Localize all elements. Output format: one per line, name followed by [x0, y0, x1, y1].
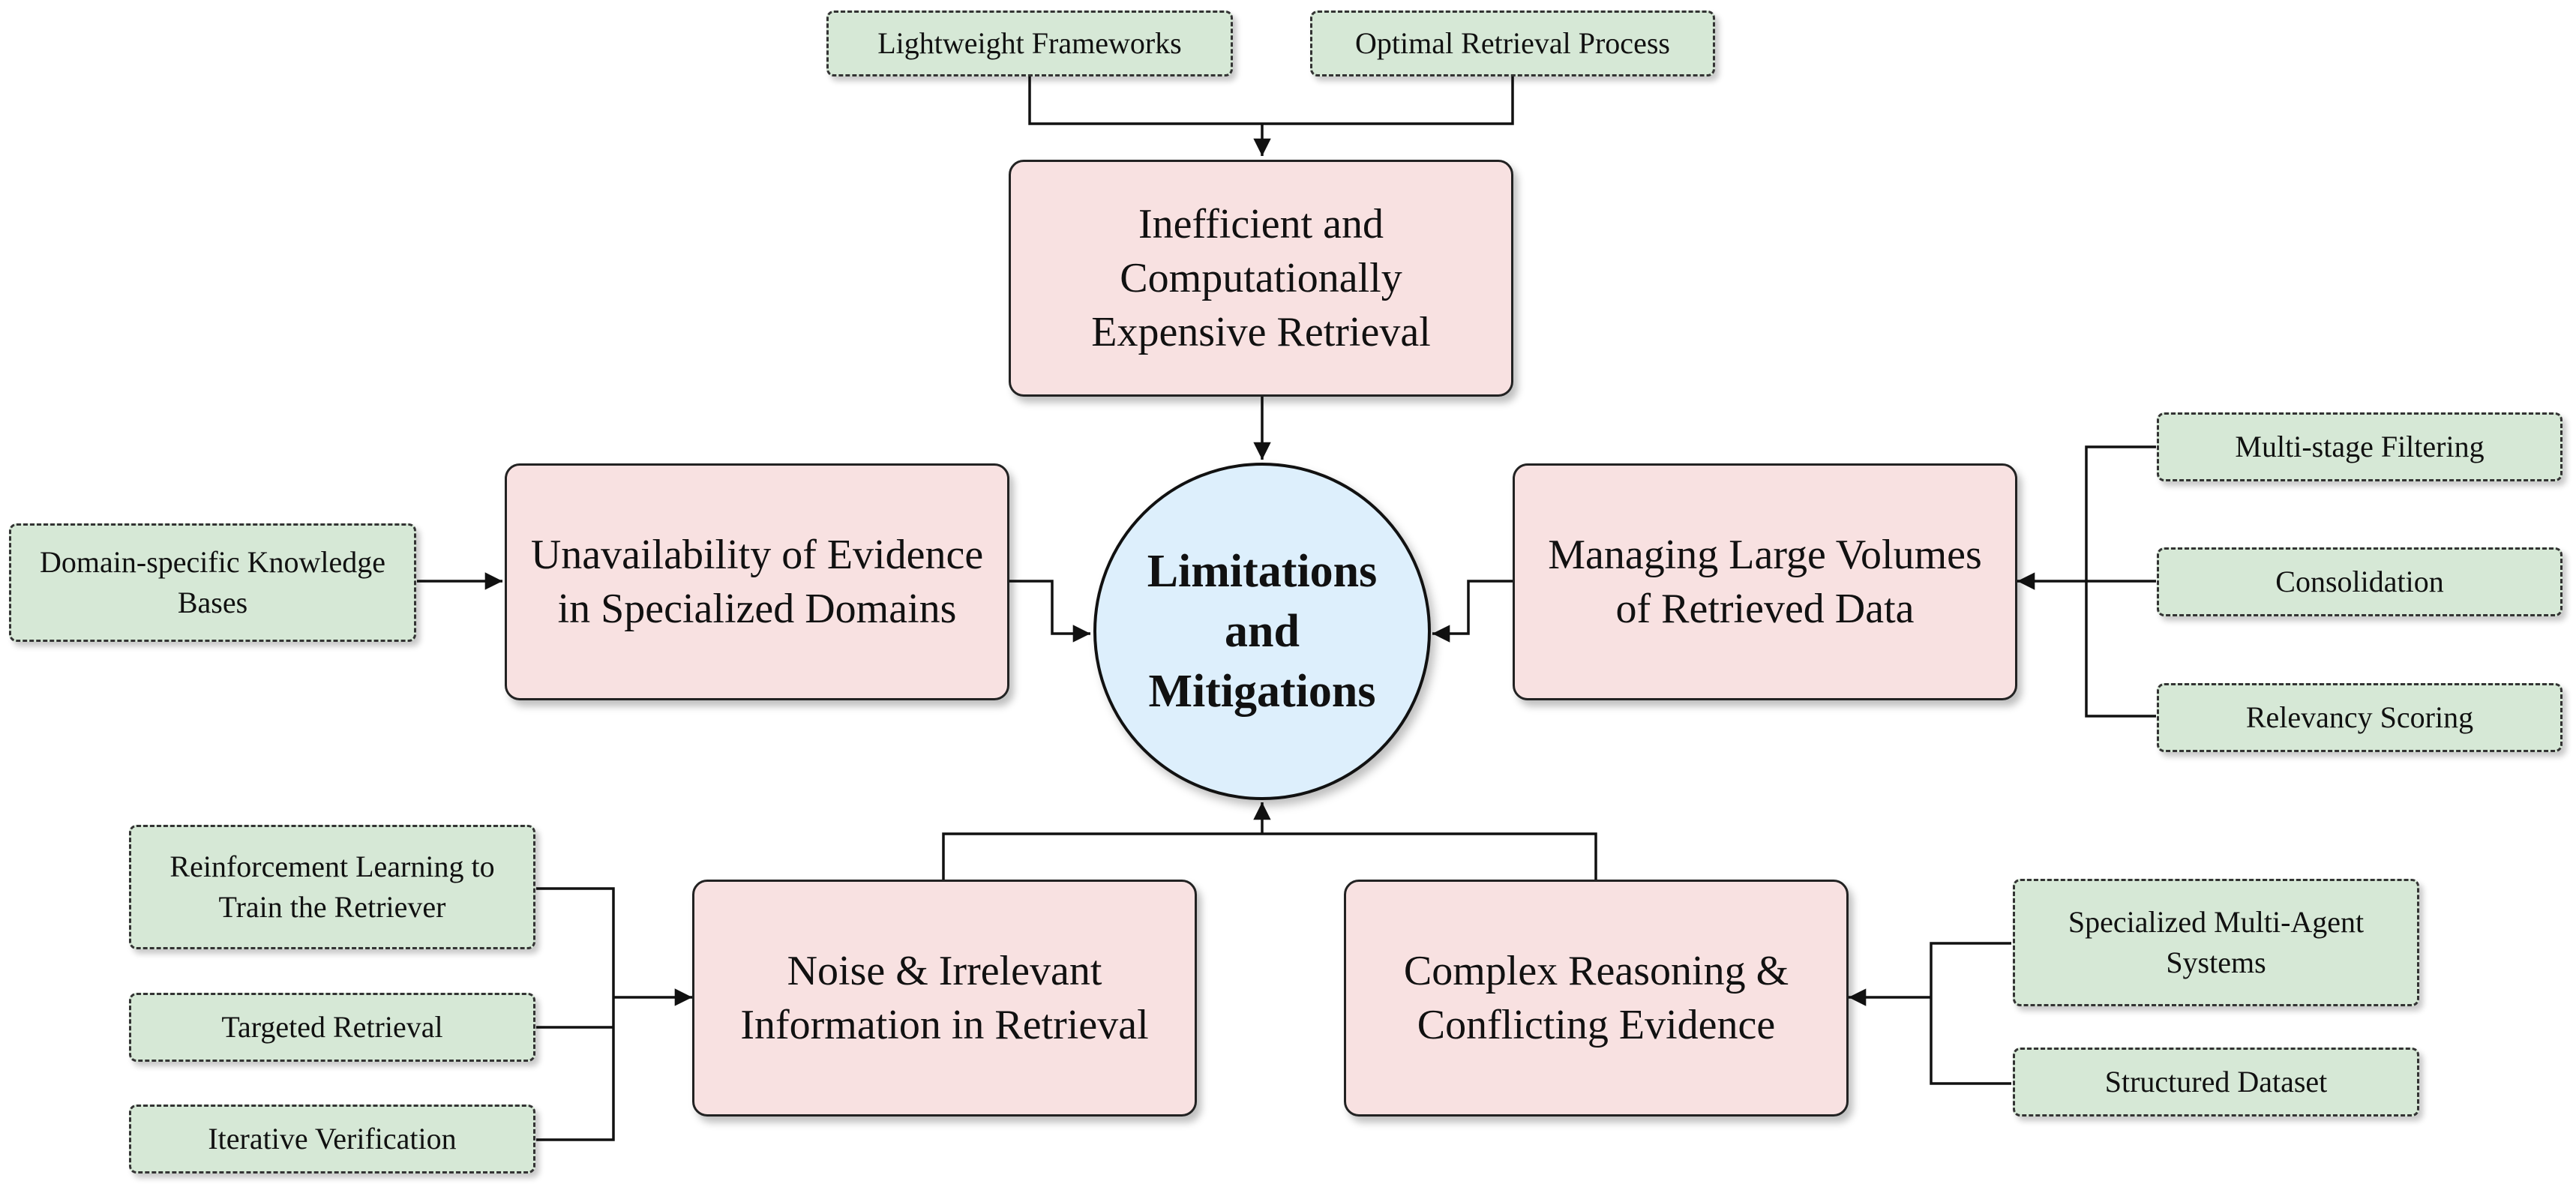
- connector-bottom-problems: [942, 832, 1597, 880]
- mitigation-rl-retriever: Reinforcement Learning to Train the Retr…: [129, 825, 535, 949]
- limitation-noise: Noise & Irrelevant Information in Retrie…: [692, 880, 1197, 1117]
- limitation-specialized-domains: Unavailability of Evidence in Specialize…: [505, 463, 1009, 700]
- mitigation-iterative-verification: Iterative Verification: [129, 1105, 535, 1174]
- center-circle: Limitations and Mitigations: [1093, 463, 1431, 800]
- limitation-complex-reasoning: Complex Reasoning & Conflicting Evidence: [1344, 880, 1849, 1117]
- mitigation-consolidation: Consolidation: [2157, 547, 2563, 616]
- connector-right-mitigations: [2085, 445, 2156, 718]
- connector-noise-mitigations: [536, 887, 615, 1141]
- mitigation-relevancy-scoring: Relevancy Scoring: [2157, 683, 2563, 752]
- connector-reasoning-mitigations: [1930, 942, 2011, 1085]
- mitigation-domain-knowledge-bases: Domain-specific Knowledge Bases: [9, 523, 416, 642]
- mitigation-multi-agent: Specialized Multi-Agent Systems: [2013, 879, 2419, 1006]
- limitation-retrieval-cost: Inefficient and Computationally Expensiv…: [1009, 160, 1513, 397]
- arrow-specialized-to-center: [1009, 580, 1091, 643]
- mitigation-multi-stage-filtering: Multi-stage Filtering: [2157, 412, 2563, 481]
- limitation-large-volumes: Managing Large Volumes of Retrieved Data: [1513, 463, 2017, 700]
- mitigation-optimal-retrieval: Optimal Retrieval Process: [1310, 10, 1715, 76]
- arrow-large-volumes-to-center: [1432, 580, 1513, 643]
- mitigation-targeted-retrieval: Targeted Retrieval: [129, 993, 535, 1062]
- mitigation-lightweight-frameworks: Lightweight Frameworks: [826, 10, 1233, 76]
- mitigation-structured-dataset: Structured Dataset: [2013, 1048, 2419, 1117]
- connector-top-mitigations: [1028, 75, 1514, 125]
